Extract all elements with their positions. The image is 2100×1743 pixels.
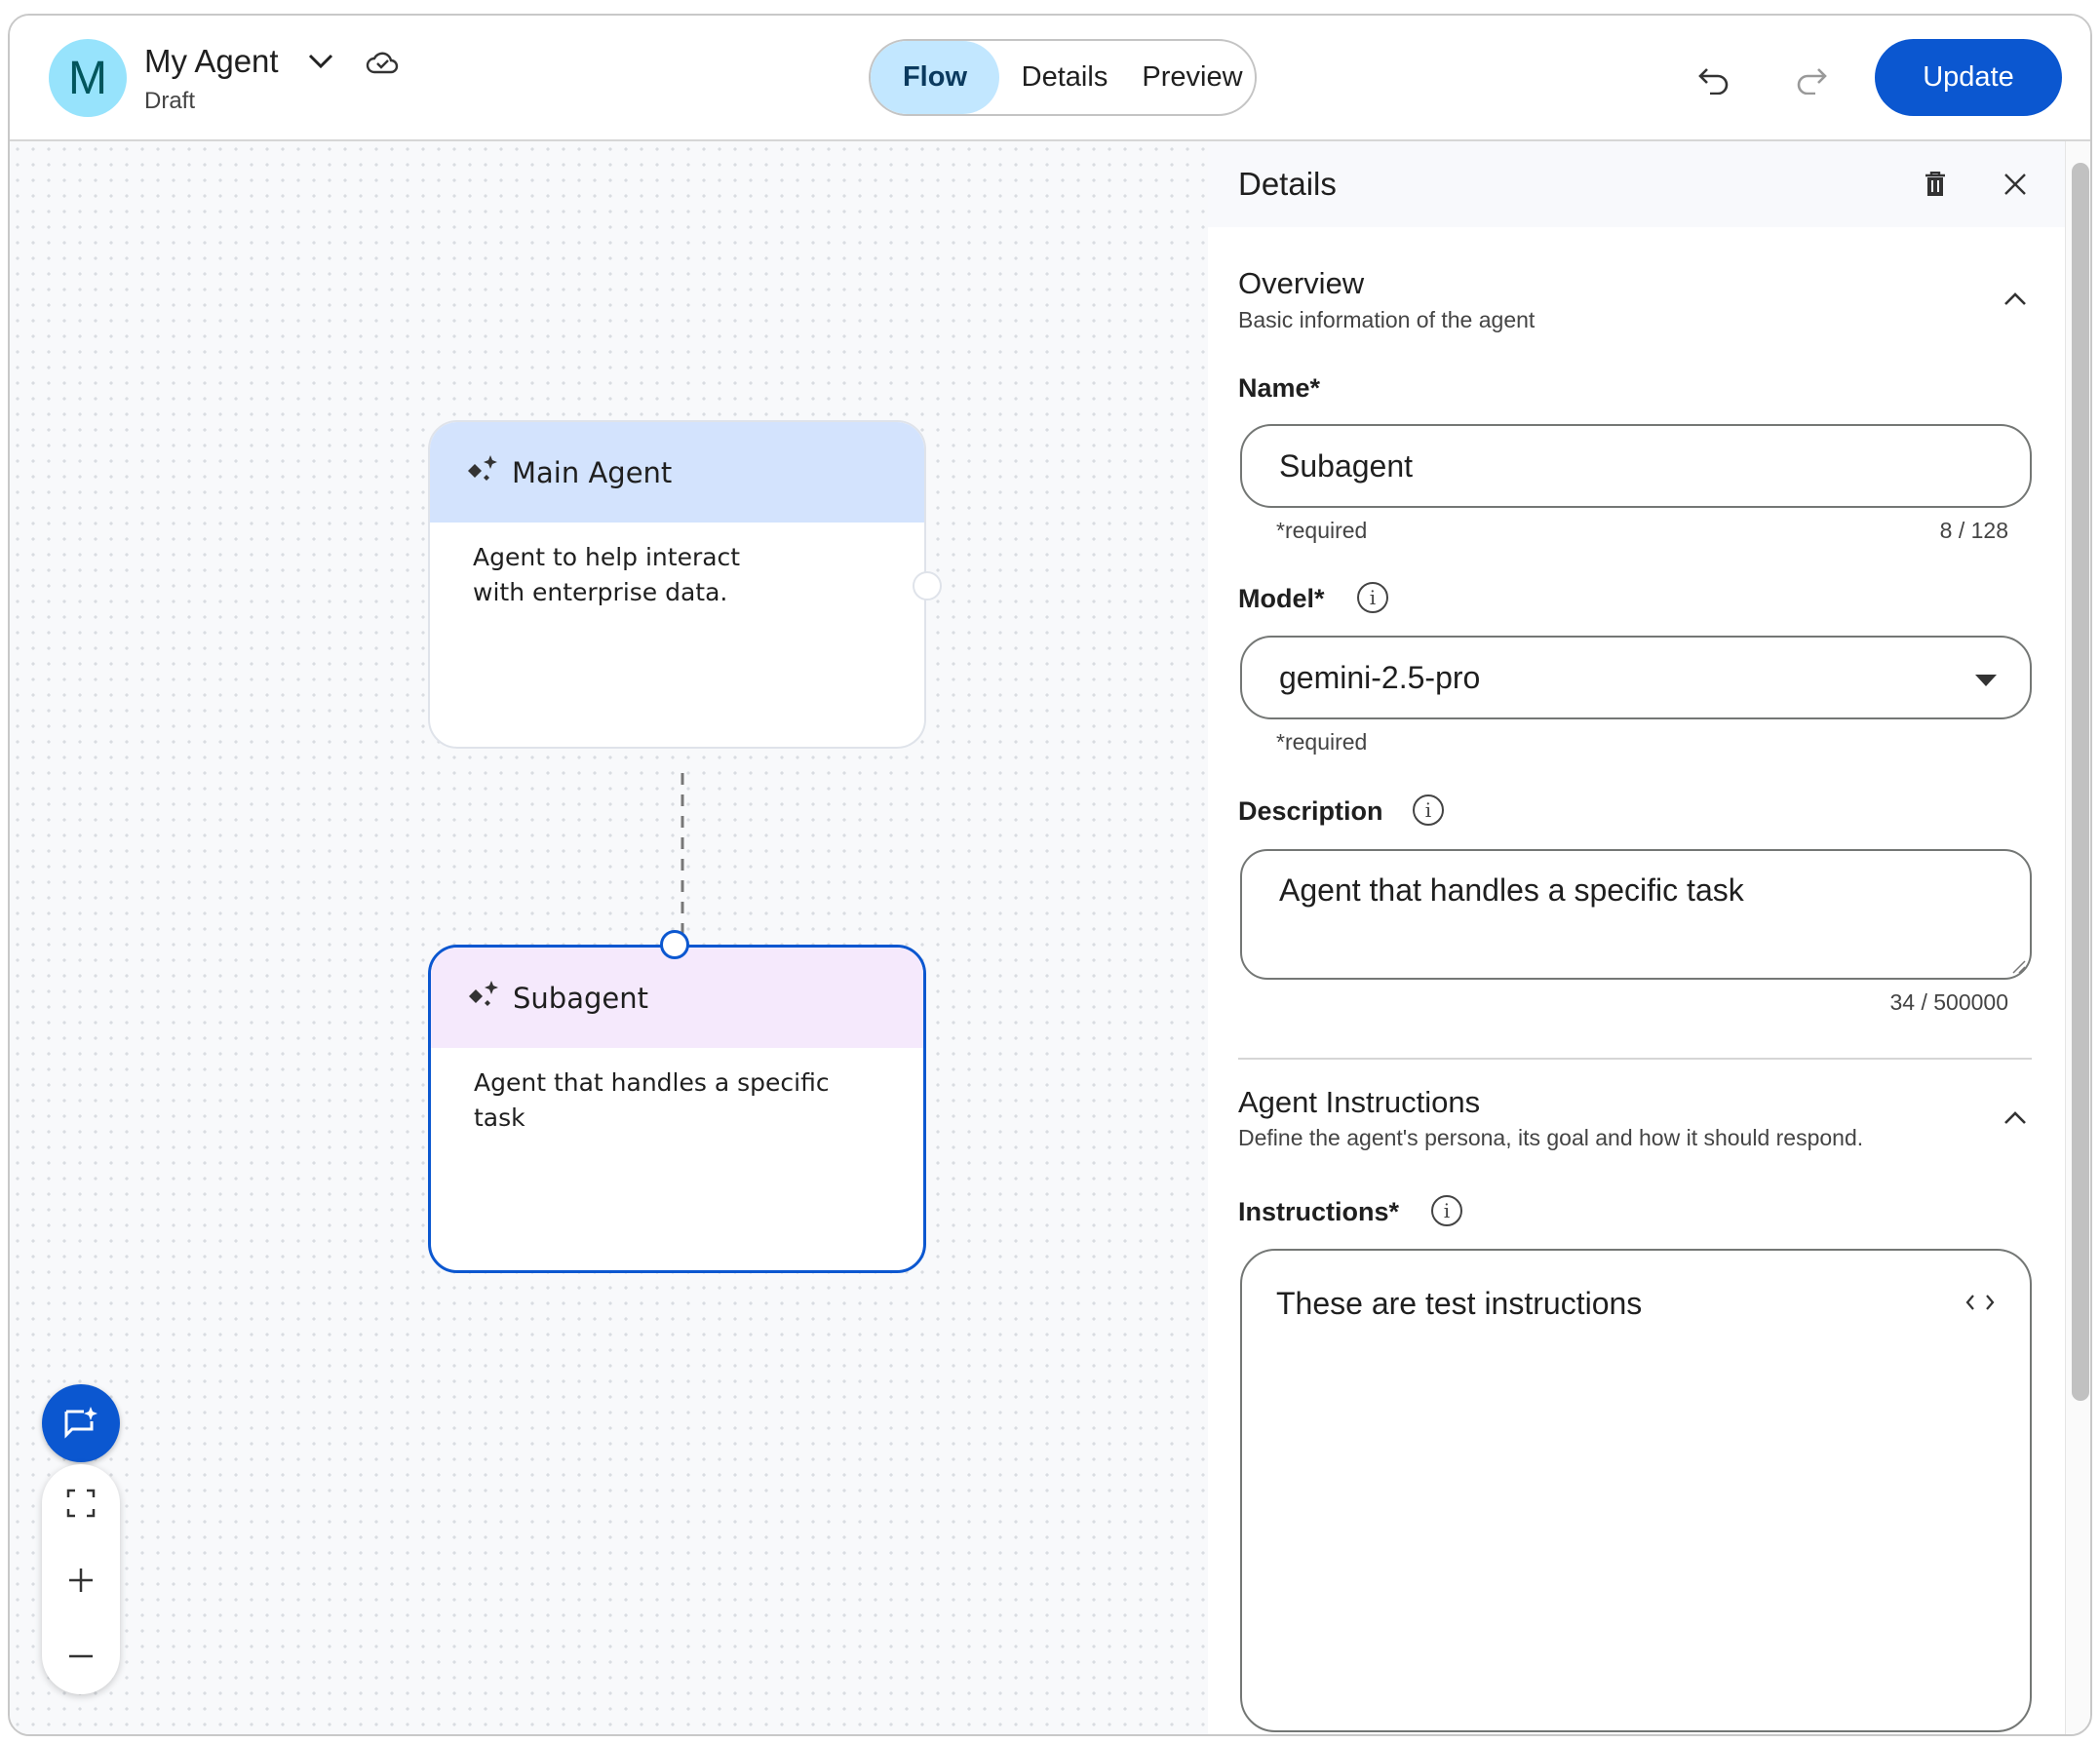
minus-icon bbox=[69, 1654, 93, 1658]
delete-button[interactable] bbox=[1918, 167, 1953, 202]
output-handle[interactable] bbox=[913, 571, 942, 600]
model-select[interactable]: gemini-2.5-pro bbox=[1240, 636, 2032, 719]
panel-scrollbar[interactable] bbox=[2065, 141, 2090, 1734]
view-switcher: Flow Details Preview bbox=[869, 39, 1257, 116]
undo-icon[interactable] bbox=[1692, 60, 1735, 99]
close-button[interactable] bbox=[1998, 167, 2033, 202]
flow-canvas[interactable]: Main Agent Agent to help interact with e… bbox=[10, 141, 1208, 1734]
ai-chat-button[interactable] bbox=[42, 1384, 120, 1462]
collapse-overview-button[interactable] bbox=[1998, 282, 2033, 317]
info-icon[interactable]: i bbox=[1413, 794, 1444, 826]
tab-details[interactable]: Details bbox=[1021, 61, 1108, 93]
node-description: Agent to help interact with enterprise d… bbox=[473, 543, 741, 606]
input-handle[interactable] bbox=[660, 930, 689, 959]
name-input[interactable]: Subagent bbox=[1240, 424, 2032, 508]
top-bar: M My Agent Draft Flow Details Preview Up… bbox=[10, 16, 2090, 141]
instructions-value: These are test instructions bbox=[1276, 1286, 1643, 1321]
scrollbar-thumb[interactable] bbox=[2072, 163, 2089, 1401]
update-button[interactable]: Update bbox=[1875, 39, 2062, 116]
name-hint: *required bbox=[1276, 518, 1368, 543]
node-title: Subagent bbox=[513, 981, 648, 1015]
panel-title: Details bbox=[1238, 166, 1337, 202]
zoom-in-button[interactable] bbox=[42, 1546, 120, 1614]
node-subagent[interactable]: Subagent Agent that handles a specific t… bbox=[428, 945, 926, 1273]
agent-status: Draft bbox=[144, 88, 196, 114]
close-icon bbox=[2004, 174, 2026, 195]
resize-handle-icon[interactable] bbox=[2010, 958, 2026, 974]
instructions-section-subtitle: Define the agent's persona, its goal and… bbox=[1238, 1125, 1864, 1150]
overview-subtitle: Basic information of the agent bbox=[1238, 307, 1536, 332]
cloud-saved-icon bbox=[363, 43, 402, 80]
fit-view-button[interactable] bbox=[42, 1469, 120, 1537]
description-value: Agent that handles a specific task bbox=[1279, 872, 1744, 908]
plus-icon bbox=[69, 1569, 93, 1592]
avatar[interactable]: M bbox=[49, 39, 127, 117]
model-value: gemini-2.5-pro bbox=[1279, 659, 1481, 695]
tab-flow[interactable]: Flow bbox=[871, 41, 999, 114]
app-window: M My Agent Draft Flow Details Preview Up… bbox=[8, 14, 2092, 1736]
divider bbox=[1238, 1058, 2032, 1060]
description-label: Description bbox=[1238, 796, 1383, 826]
model-hint: *required bbox=[1276, 729, 1368, 755]
tab-preview[interactable]: Preview bbox=[1142, 61, 1243, 93]
sparkle-icon bbox=[468, 980, 499, 1016]
model-label: Model* bbox=[1238, 584, 1325, 613]
dropdown-arrow-icon bbox=[1975, 675, 1997, 686]
zoom-out-button[interactable] bbox=[42, 1622, 120, 1690]
code-view-icon[interactable] bbox=[1965, 1294, 1995, 1311]
node-title: Main Agent bbox=[512, 455, 673, 489]
info-icon[interactable]: i bbox=[1431, 1195, 1462, 1226]
chevron-down-icon[interactable] bbox=[304, 45, 337, 78]
details-panel: Details Overview Basic information of th… bbox=[1208, 141, 2065, 1734]
collapse-instructions-button[interactable] bbox=[1998, 1101, 2033, 1136]
redo-icon[interactable] bbox=[1790, 60, 1833, 99]
connector-line bbox=[681, 773, 684, 949]
agent-name: My Agent bbox=[144, 43, 279, 79]
trash-icon bbox=[1925, 172, 1945, 196]
fullscreen-icon bbox=[66, 1489, 96, 1518]
name-counter: 8 / 128 bbox=[1939, 518, 2008, 543]
instructions-section-title: Agent Instructions bbox=[1238, 1085, 1481, 1119]
chat-sparkle-icon bbox=[64, 1407, 97, 1439]
node-header: Subagent bbox=[431, 948, 923, 1048]
panel-header: Details bbox=[1208, 141, 2065, 227]
info-icon[interactable]: i bbox=[1357, 582, 1388, 613]
node-description: Agent that handles a specific task bbox=[474, 1068, 830, 1132]
name-label: Name* bbox=[1238, 373, 1321, 403]
zoom-controls bbox=[42, 1464, 120, 1694]
node-main-agent[interactable]: Main Agent Agent to help interact with e… bbox=[428, 420, 926, 749]
description-counter: 34 / 500000 bbox=[1889, 989, 2008, 1015]
node-header: Main Agent bbox=[430, 422, 924, 523]
instructions-textarea[interactable]: These are test instructions bbox=[1240, 1249, 2032, 1732]
sparkle-icon bbox=[467, 454, 498, 490]
chevron-up-icon bbox=[2004, 1111, 2026, 1124]
chevron-up-icon bbox=[2004, 292, 2026, 305]
description-textarea[interactable]: Agent that handles a specific task bbox=[1240, 849, 2032, 980]
overview-title: Overview bbox=[1238, 266, 1365, 300]
instructions-label: Instructions* bbox=[1238, 1197, 1400, 1226]
